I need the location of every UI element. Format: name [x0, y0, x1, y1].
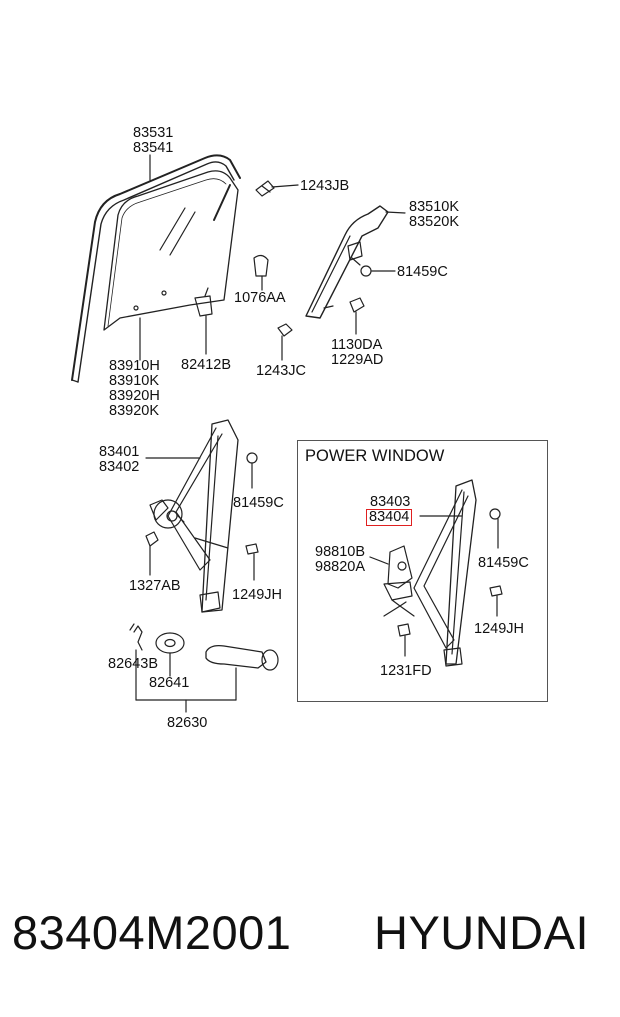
- glass-run-channel: [71, 154, 241, 383]
- bolt-1249jh-right: [489, 585, 503, 617]
- clip-1076aa: [253, 254, 269, 291]
- screw-1231fd: [383, 605, 415, 657]
- power-window-box: [297, 440, 548, 702]
- power-window-title: POWER WINDOW: [305, 447, 445, 465]
- label-81459c-top[interactable]: 81459C: [397, 264, 448, 280]
- nut-1327ab: [145, 531, 159, 576]
- rear-channel: [305, 205, 406, 319]
- power-regulator: [369, 479, 477, 667]
- clip-82412b: [194, 287, 213, 355]
- label-1327ab[interactable]: 1327AB: [129, 578, 181, 594]
- part-number: 83404M2001: [12, 906, 292, 959]
- label-83403[interactable]: 83403: [370, 494, 411, 510]
- label-82641[interactable]: 82641: [149, 675, 190, 691]
- label-83404-highlighted[interactable]: 83404: [366, 509, 413, 526]
- bolt-1249jh-left: [245, 543, 259, 581]
- label-1249jh-left[interactable]: 1249JH: [232, 587, 282, 603]
- label-82643b[interactable]: 82643B: [108, 656, 158, 672]
- diagram-artwork: [71, 154, 503, 713]
- product-footer: 83404M2001 HYUNDAI: [0, 905, 620, 975]
- label-1243jb[interactable]: 1243JB: [300, 178, 350, 194]
- nut-81459c-top: [351, 257, 396, 277]
- label-81459c-right[interactable]: 81459C: [478, 555, 529, 571]
- manual-regulator: [145, 419, 239, 613]
- nut-81459c-mid: [246, 452, 258, 489]
- bolt-1130da: [323, 297, 365, 335]
- bolt-1243jb: [255, 180, 275, 197]
- label-82630[interactable]: 82630: [167, 715, 208, 731]
- window-handle-parts: [129, 623, 279, 713]
- label-81459c-mid[interactable]: 81459C: [233, 495, 284, 511]
- label-1249jh-right[interactable]: 1249JH: [474, 621, 524, 637]
- label-1076aa[interactable]: 1076AA: [234, 290, 286, 306]
- label-1243jc[interactable]: 1243JC: [256, 363, 306, 379]
- brand-name: HYUNDAI: [374, 906, 590, 959]
- nut-81459c-right: [489, 508, 501, 549]
- label-82412b[interactable]: 82412B: [181, 357, 231, 373]
- screw-1243jc: [277, 323, 293, 361]
- label-1231fd[interactable]: 1231FD: [380, 663, 432, 679]
- door-glass: [103, 170, 239, 331]
